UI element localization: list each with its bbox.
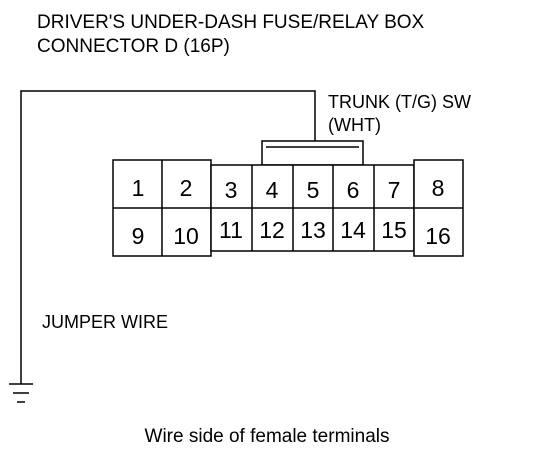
- connector-lock-tab: [261, 140, 364, 166]
- pin-16: 16: [425, 223, 451, 249]
- probe-label-line-1: TRUNK (T/G) SW: [328, 92, 471, 112]
- pin-15: 15: [381, 217, 407, 243]
- jumper-label: JUMPER WIRE: [42, 312, 168, 332]
- pin-2: 2: [180, 175, 193, 201]
- pin-10: 10: [173, 223, 199, 249]
- connector-d: 1 2 3 4 5 6 7 8 9 10 11 12 13 14 15 16: [112, 159, 464, 257]
- ground-icon: [9, 383, 33, 403]
- pin-7: 7: [388, 177, 401, 203]
- pin-3: 3: [225, 177, 238, 203]
- pin-12: 12: [259, 217, 285, 243]
- jumper-wire: [20, 90, 316, 384]
- caption: Wire side of female terminals: [145, 426, 390, 447]
- pin-9: 9: [132, 223, 145, 249]
- pin-4: 4: [266, 177, 279, 203]
- title-line-1: DRIVER'S UNDER-DASH FUSE/RELAY BOX: [37, 12, 425, 33]
- pin-14: 14: [340, 217, 366, 243]
- pin-5: 5: [307, 177, 320, 203]
- pin-13: 13: [300, 217, 326, 243]
- pin-8: 8: [432, 175, 445, 201]
- title-line-2: CONNECTOR D (16P): [37, 36, 230, 57]
- pin-11: 11: [219, 217, 243, 243]
- pin-6: 6: [347, 177, 360, 203]
- pin-1: 1: [132, 175, 145, 201]
- probe-label-line-2: (WHT): [328, 115, 381, 135]
